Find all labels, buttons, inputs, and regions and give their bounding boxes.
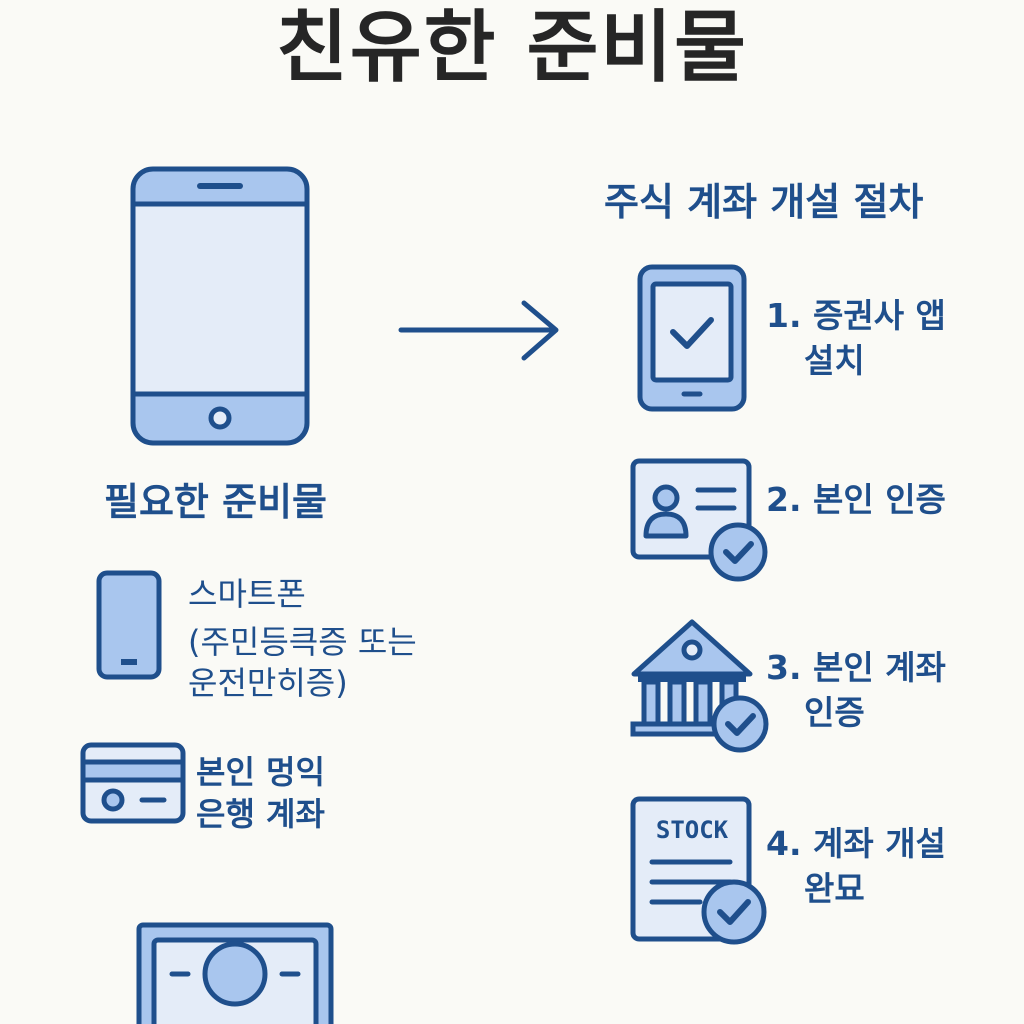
step-4-label-cont: 완묘 (804, 868, 865, 908)
item-smartphone-text: 스마트폰 (주민등큭증 또는 운전만히증) (188, 574, 417, 705)
item-bank-account-text: 본인 멍익 은행 계좌 (196, 752, 325, 835)
step-1-label: 1. 증권사 앱 (766, 296, 946, 335)
step-2-text: 2. 본인 인증 (766, 478, 946, 523)
id-card-check-icon (630, 458, 770, 584)
item-bank-account-line-2: 은행 계좌 (196, 794, 325, 833)
required-items-heading: 필요한 준비물 (104, 480, 327, 524)
item-smartphone-note-2: 운전만히증) (188, 664, 348, 703)
step-4-label: 4. 계좌 개설 (766, 824, 946, 863)
step-4-text: 4. 계좌 개설 완묘 (766, 822, 946, 911)
stock-document-check-icon: STOCK (630, 796, 770, 948)
step-3-text: 3. 본인 계좌 인증 (766, 646, 946, 735)
step-1-text: 1. 증권사 앱 설치 (766, 294, 946, 383)
step-3-label-cont: 인증 (804, 692, 865, 732)
smartphone-large-icon (130, 166, 310, 446)
step-3-label: 3. 본인 계좌 (766, 648, 946, 687)
banknote-icon (136, 922, 334, 1024)
bank-check-icon (630, 616, 770, 756)
credit-card-icon (80, 742, 186, 824)
step-1-label-cont: 설치 (804, 340, 865, 380)
document-stock-label: STOCK (656, 816, 729, 844)
account-opening-heading: 주식 계좌 개설 절차 (604, 180, 924, 224)
item-bank-account-line-1: 본인 멍익 (196, 753, 325, 791)
tablet-check-icon (637, 264, 747, 412)
step-2-label: 2. 본인 인증 (766, 480, 946, 519)
item-smartphone-note-1: (주민등큭증 또는 (188, 622, 417, 661)
item-smartphone-label: 스마트폰 (188, 575, 306, 613)
right-arrow-icon (398, 300, 562, 364)
smartphone-small-icon (96, 570, 162, 680)
page-title: 친유한 준비물 (276, 3, 748, 93)
